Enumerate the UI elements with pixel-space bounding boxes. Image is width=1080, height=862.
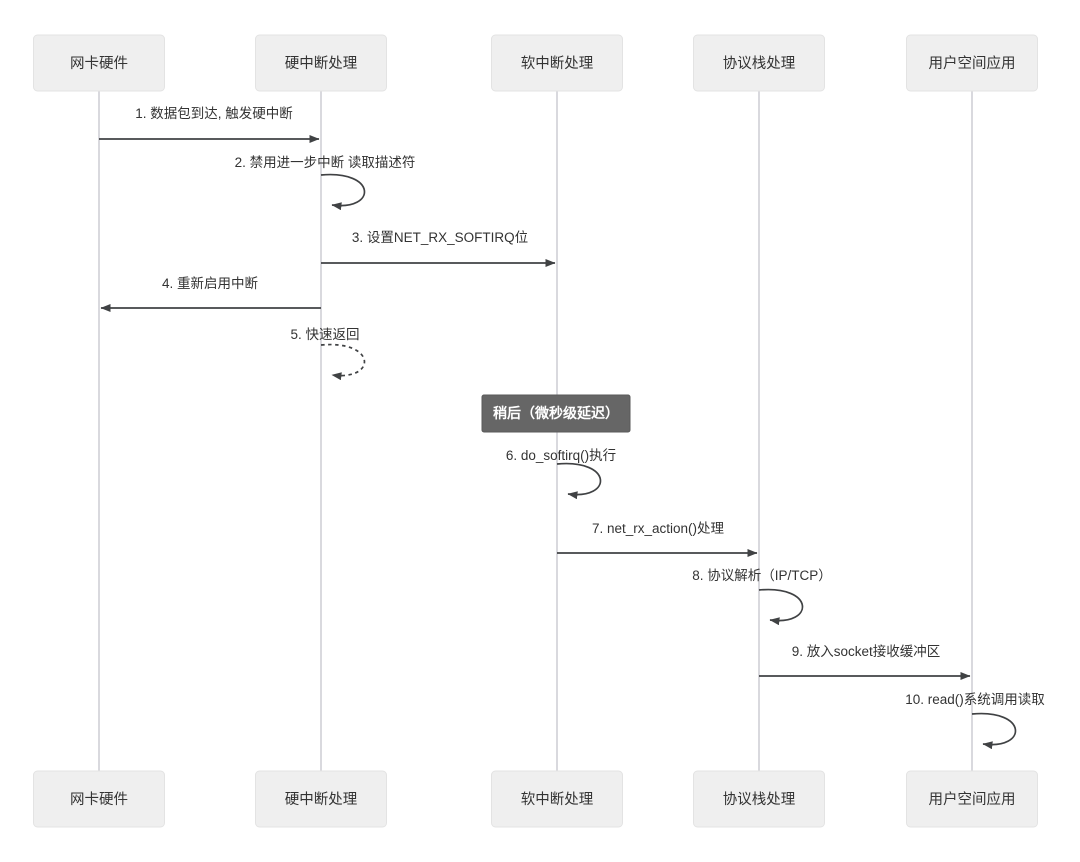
message-label-7: 7. net_rx_action()处理 <box>592 521 725 536</box>
participant-box-shape <box>693 770 825 828</box>
participant-boxes-layer: 网卡硬件硬中断处理软中断处理协议栈处理用户空间应用网卡硬件硬中断处理软中断处理协… <box>33 34 1038 828</box>
self-loop-arrow <box>320 173 366 211</box>
self-loop-arrow <box>758 588 804 626</box>
message-label-8: 8. 协议解析（IP/TCP） <box>692 568 832 583</box>
participant-label: 硬中断处理 <box>285 791 358 808</box>
participant-box-shape <box>255 770 387 828</box>
message-3[interactable]: 3. 设置NET_RX_SOFTIRQ位 <box>321 230 556 267</box>
message-4[interactable]: 4. 重新启用中断 <box>100 276 321 312</box>
participant-userapp-bottom[interactable]: 用户空间应用 <box>906 770 1038 828</box>
participant-softirq-bottom[interactable]: 软中断处理 <box>491 770 623 828</box>
participant-label: 网卡硬件 <box>70 55 128 72</box>
participant-nic-top[interactable]: 网卡硬件 <box>33 34 165 92</box>
message-label-9: 9. 放入socket接收缓冲区 <box>792 643 941 659</box>
participant-label: 用户空间应用 <box>929 790 1016 808</box>
message-label-4: 4. 重新启用中断 <box>162 276 258 291</box>
message-1[interactable]: 1. 数据包到达, 触发硬中断 <box>99 106 320 143</box>
participant-box-shape <box>491 34 623 92</box>
self-loop-arrow <box>971 712 1017 750</box>
message-label-3: 3. 设置NET_RX_SOFTIRQ位 <box>352 230 528 245</box>
notes-layer: 稍后（微秒级延迟） <box>481 394 631 433</box>
participant-label: 软中断处理 <box>521 55 594 72</box>
participant-box-shape <box>693 34 825 92</box>
message-8[interactable]: 8. 协议解析（IP/TCP） <box>692 568 832 626</box>
participant-label: 协议栈处理 <box>723 55 796 72</box>
message-label-2: 2. 禁用进一步中断 读取描述符 <box>235 155 416 170</box>
self-loop-arrow <box>556 462 602 500</box>
participant-box-shape <box>491 770 623 828</box>
participant-label: 网卡硬件 <box>70 791 128 808</box>
participant-softirq-top[interactable]: 软中断处理 <box>491 34 623 92</box>
message-label-5: 5. 快速返回 <box>290 327 359 342</box>
message-label-10: 10. read()系统调用读取 <box>905 692 1045 707</box>
message-label-6: 6. do_softirq()执行 <box>506 448 616 463</box>
participant-protocol-top[interactable]: 协议栈处理 <box>693 34 825 92</box>
participant-box-shape <box>906 34 1038 92</box>
participant-userapp-top[interactable]: 用户空间应用 <box>906 34 1038 92</box>
message-5[interactable]: 5. 快速返回 <box>290 327 366 381</box>
note-delay-note[interactable]: 稍后（微秒级延迟） <box>481 394 631 433</box>
participant-protocol-bottom[interactable]: 协议栈处理 <box>693 770 825 828</box>
message-6[interactable]: 6. do_softirq()执行 <box>506 448 616 500</box>
message-2[interactable]: 2. 禁用进一步中断 读取描述符 <box>235 155 416 211</box>
message-9[interactable]: 9. 放入socket接收缓冲区 <box>759 643 971 680</box>
participant-box-shape <box>33 770 165 828</box>
message-label-1: 1. 数据包到达, 触发硬中断 <box>135 106 293 121</box>
note-box-shape <box>481 394 631 433</box>
note-label: 稍后（微秒级延迟） <box>493 405 619 421</box>
participant-box-shape <box>906 770 1038 828</box>
message-10[interactable]: 10. read()系统调用读取 <box>905 692 1045 750</box>
participant-label: 用户空间应用 <box>929 54 1016 72</box>
participant-box-shape <box>255 34 387 92</box>
participant-hardirq-bottom[interactable]: 硬中断处理 <box>255 770 387 828</box>
message-7[interactable]: 7. net_rx_action()处理 <box>557 521 758 557</box>
messages-layer: 1. 数据包到达, 触发硬中断 2. 禁用进一步中断 读取描述符 3. 设置NET_… <box>99 106 1045 750</box>
participant-hardirq-top[interactable]: 硬中断处理 <box>255 34 387 92</box>
participant-label: 硬中断处理 <box>285 55 358 72</box>
self-loop-arrow <box>320 343 366 381</box>
participant-label: 协议栈处理 <box>723 791 796 808</box>
participant-box-shape <box>33 34 165 92</box>
participant-label: 软中断处理 <box>521 791 594 808</box>
participant-nic-bottom[interactable]: 网卡硬件 <box>33 770 165 828</box>
